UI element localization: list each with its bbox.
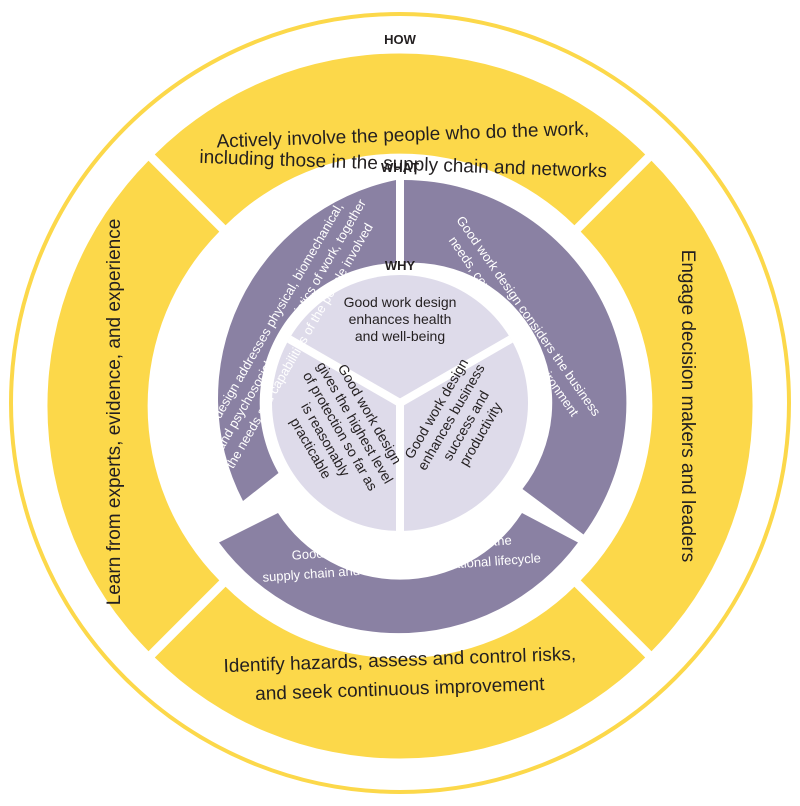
outer-ring-outline (9, 12, 791, 794)
why-top-line-1: Good work design (344, 294, 457, 310)
why-divider-right (398, 335, 513, 407)
how-segment-top (154, 53, 646, 226)
how-segment-left (47, 160, 220, 652)
how-left-text: Learn from experts, evidence, and experi… (104, 219, 125, 606)
what-segment-upper-right (404, 180, 627, 535)
what-ring (218, 180, 627, 634)
why-pie (272, 275, 528, 531)
what-label: WHAT (381, 160, 419, 175)
why-top-line-3: and well-being (355, 328, 445, 344)
how-segment-right (580, 160, 753, 652)
how-label-background (374, 29, 426, 49)
how-right-text: Engage decision makers and leaders (677, 250, 698, 563)
why-top-line-2: enhances health (349, 311, 452, 327)
how-segment-bottom (154, 586, 646, 759)
what-segment-upper-left (218, 180, 396, 501)
why-divider-left (287, 335, 402, 407)
why-top-text: Good work design enhances health and wel… (344, 294, 457, 344)
how-ring (47, 53, 753, 759)
why-label: WHY (385, 258, 416, 273)
what-segment-bottom (219, 513, 578, 634)
how-label: HOW (384, 32, 417, 47)
